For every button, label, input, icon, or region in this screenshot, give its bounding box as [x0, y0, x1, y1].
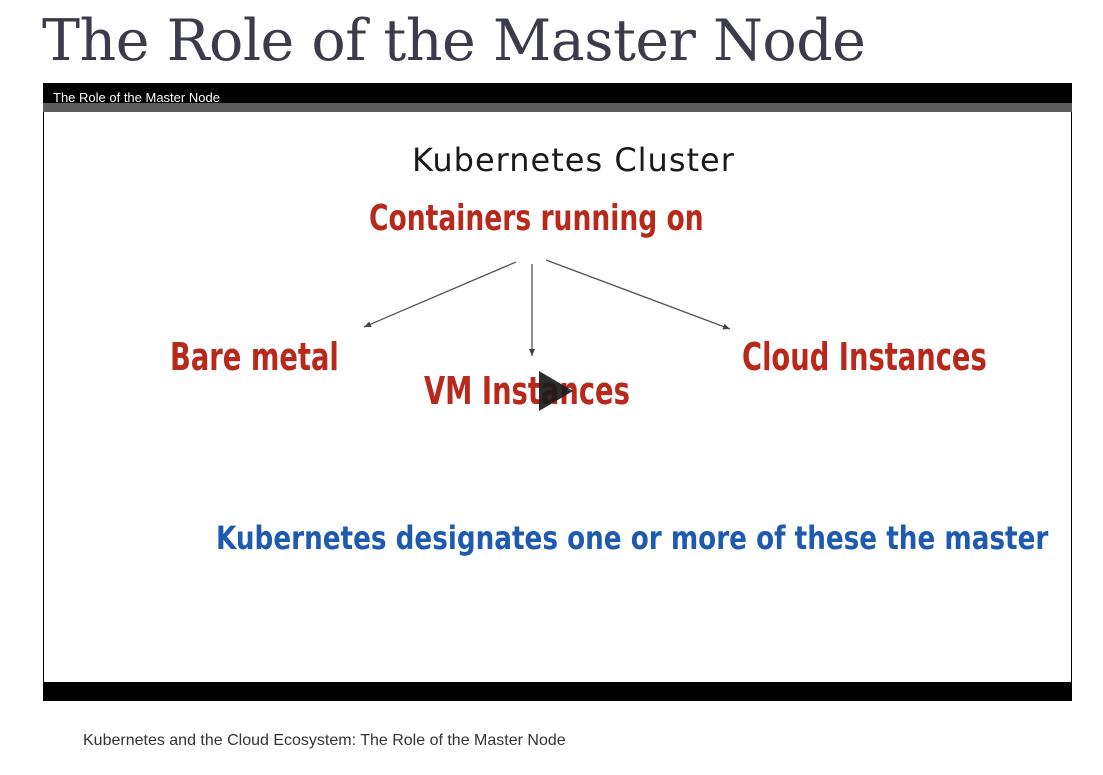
- arrow-to-cloud-instances: [545, 259, 731, 330]
- slide-subheading: Containers running on: [369, 198, 704, 239]
- vm-instances-label: VM Instances: [424, 369, 630, 413]
- video-control-bar: [43, 682, 1072, 701]
- video-title[interactable]: The Role of the Master Node: [53, 90, 220, 105]
- cloud-instances-label: Cloud Instances: [742, 335, 987, 379]
- play-button[interactable]: [537, 369, 577, 413]
- slide-heading: Kubernetes Cluster: [412, 141, 735, 179]
- slide-caption: Kubernetes designates one or more of the…: [216, 519, 1049, 557]
- video-player[interactable]: The Role of the Master Node Kubernetes C…: [43, 83, 1072, 701]
- video-caption: Kubernetes and the Cloud Ecosystem: The …: [83, 732, 566, 749]
- bare-metal-label: Bare metal: [170, 335, 339, 379]
- page-title: The Role of the Master Node: [42, 8, 866, 74]
- slide-arrows: [363, 259, 731, 356]
- arrow-to-bare-metal: [363, 261, 517, 328]
- video-title-bar: The Role of the Master Node: [43, 83, 1072, 105]
- play-icon: [539, 371, 573, 411]
- video-letterbox-strip: [43, 103, 1072, 112]
- video-frame[interactable]: Kubernetes Cluster Containers running on…: [44, 112, 1071, 682]
